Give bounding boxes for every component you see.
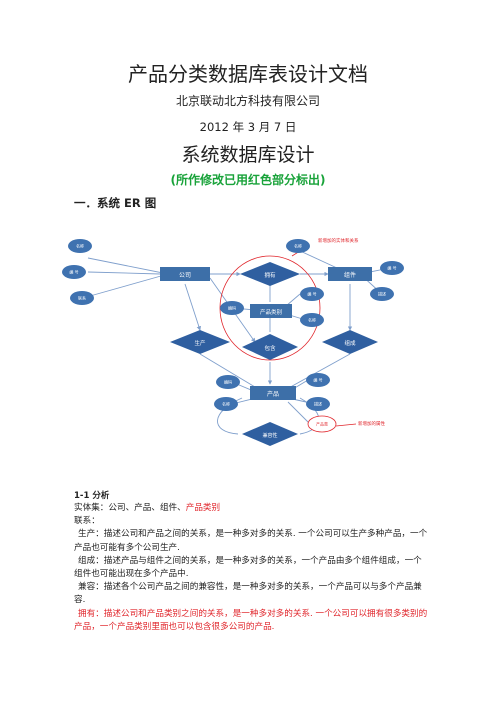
para-own: 拥有：描述公司和产品类别之间的关系，是一种多对多的关系. 一个公司可以拥有很多类… (74, 608, 428, 632)
document-title: 产品分类数据库表设计文档 (128, 62, 368, 86)
para-produce: 生产：描述公司和产品之间的关系，是一种多对多的关系. 一个公司可以生产多种产品，… (74, 529, 428, 553)
section-title: 系统数据库设计 (181, 144, 315, 166)
attr-category-code: 编码 (228, 305, 236, 311)
company-name: 北京联动北方科技有限公司 (175, 94, 320, 108)
attributes (62, 239, 404, 433)
relation-compose: 组成 (322, 330, 378, 354)
entity-product-label: 产品 (267, 390, 279, 398)
relation-own: 拥有 (240, 262, 300, 286)
relation-own-label: 拥有 (264, 271, 276, 279)
entities-label: 实体集：公司、产品、组件、 (74, 503, 186, 513)
analysis-heading: 1-1 分析 (74, 491, 110, 501)
relation-compat: 兼容性 (242, 422, 298, 446)
attr-product-category: 产品类 (316, 421, 328, 427)
entity-component-label: 组件 (344, 271, 356, 279)
entity-category-label: 产品类别 (260, 308, 282, 316)
relation-contain-label: 包含 (264, 344, 276, 352)
para-compat: 兼容：描述各个公司产品之间的兼容性，是一种多对多的关系，一个产品可以与多个产品兼… (74, 582, 422, 606)
er-diagram: 新增加的实体和关系 新增加的属性 公司 组件 产品类别 产品 拥有 生产 包含 … (62, 237, 404, 446)
entities-new: 产品类别 (185, 503, 221, 513)
analysis-body: 实体集：公司、产品、组件、产品类别 联系： 生产：描述公司和产品之间的关系，是一… (74, 502, 430, 634)
attr-product-desc: 描述 (314, 401, 322, 407)
attr-company-name: 名称 (76, 243, 84, 249)
attr-component-desc: 描述 (378, 291, 386, 297)
relation-produce: 生产 (170, 330, 230, 354)
entity-company: 公司 (160, 267, 210, 281)
entities-line: 实体集：公司、产品、组件、产品类别 (74, 502, 430, 515)
attr-company-contact: 联系 (78, 295, 86, 301)
attr-component-name: 名称 (294, 243, 302, 249)
entity-component: 组件 (328, 267, 372, 281)
document-date: 2012 年 3 月 7 日 (199, 120, 297, 134)
attr-category-name: 名称 (308, 317, 316, 323)
relations-label: 联系： (74, 516, 100, 527)
attr-component-id: 编 号 (387, 265, 396, 271)
attr-product-id: 编 号 (313, 377, 322, 383)
attr-product-name: 名称 (222, 401, 230, 407)
relation-produce-label: 生产 (194, 339, 206, 347)
entity-company-label: 公司 (179, 272, 191, 279)
attr-product-code: 编码 (224, 379, 232, 385)
entity-product: 产品 (250, 386, 296, 400)
revision-note: (所作修改已用红色部分标出) (170, 173, 326, 187)
relation-contain: 包含 (242, 334, 298, 360)
attr-category-id: 编 号 (307, 291, 316, 297)
attr-company-id: 编 号 (69, 269, 78, 275)
relation-compose-label: 组成 (344, 339, 356, 347)
annotation-new-attr: 新增加的属性 (358, 420, 385, 427)
annotation-new-entity: 新增加的实体和关系 (318, 237, 359, 244)
relation-compat-label: 兼容性 (262, 432, 277, 439)
section-heading-er: 一．系统 ER 图 (74, 196, 157, 210)
para-compose: 组成：描述产品与组件之间的关系，是一种多对多的关系，一个产品由多个组件组成，一个… (74, 555, 422, 580)
entity-category: 产品类别 (250, 304, 292, 318)
